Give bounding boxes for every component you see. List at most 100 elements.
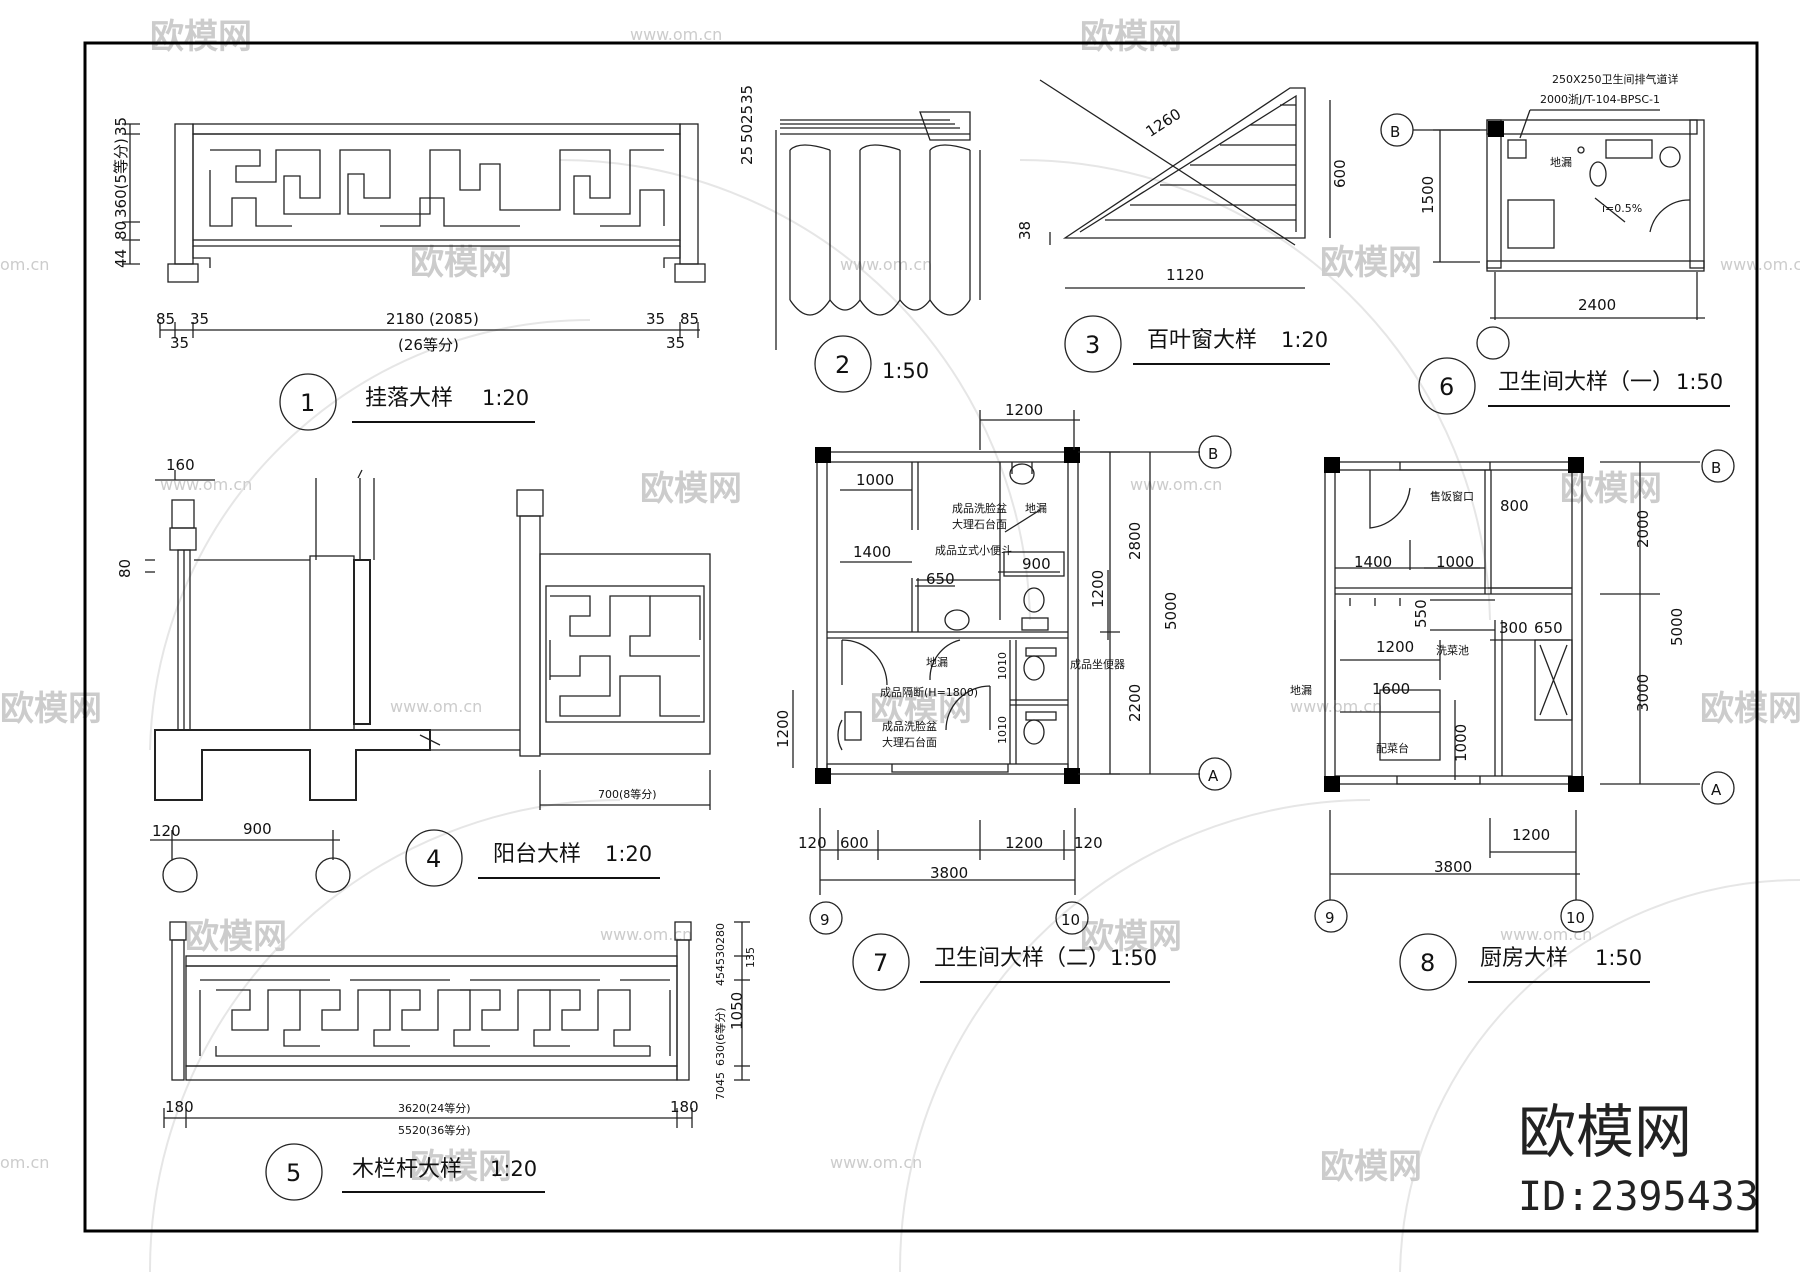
dim-25: 25 bbox=[738, 105, 756, 124]
watermark-layer: 欧模网 www.om.cn 欧模网 om.cn 欧模网 www.om.cn 欧模… bbox=[0, 17, 1800, 1272]
dim-44: 44 bbox=[112, 249, 130, 268]
note-slope: i=0.5% bbox=[1602, 202, 1642, 215]
detail-1-number: 1 bbox=[300, 389, 315, 417]
dim-1120: 1120 bbox=[1166, 266, 1204, 284]
watermark-url: www.om.cn bbox=[840, 255, 932, 274]
detail-5-title: 木栏杆大样 bbox=[352, 1157, 462, 1182]
note-partition: 成品隔断(H=1800) bbox=[880, 685, 978, 699]
dim-85: 85 bbox=[156, 310, 175, 328]
detail-7-number-circle bbox=[852, 933, 910, 991]
detail-7-axis-b: B bbox=[1208, 445, 1218, 463]
detail-8-axis-b: B bbox=[1711, 459, 1721, 477]
detail-3-number-circle bbox=[1064, 315, 1122, 373]
dim-160: 160 bbox=[166, 456, 195, 474]
dim-280: 280 bbox=[714, 923, 727, 944]
detail-2-number: 2 bbox=[835, 351, 850, 379]
dim-80: 80 bbox=[112, 221, 130, 240]
detail-8-title: 厨房大样 bbox=[1480, 946, 1568, 971]
detail-8-axis-9: 9 bbox=[1325, 909, 1335, 927]
dim-3800: 3800 bbox=[930, 864, 968, 882]
dim-35: 35 bbox=[666, 334, 685, 352]
dim-70: 70 bbox=[714, 1086, 727, 1100]
watermark-url: www.om.cn bbox=[390, 697, 482, 716]
detail-3-drawing bbox=[1039, 79, 1331, 289]
dim-35: 35 bbox=[190, 310, 209, 328]
note-floor-drain: 地漏 bbox=[1290, 684, 1312, 697]
brand-name: 欧模网 bbox=[1518, 1098, 1692, 1166]
dim-3620: 3620(24等分) bbox=[398, 1101, 471, 1115]
detail-8-axis-10-circle bbox=[1560, 899, 1594, 933]
detail-2-number-circle bbox=[814, 335, 872, 393]
detail-8-axis-9-circle bbox=[1314, 899, 1348, 933]
detail-7-title: 卫生间大样（二） bbox=[934, 946, 1110, 971]
watermark-circles bbox=[148, 159, 1800, 1272]
detail-4-drawing bbox=[145, 469, 711, 860]
detail-6-drawing bbox=[1433, 109, 1705, 320]
watermark-url: www.om.cn bbox=[830, 1153, 922, 1172]
dim-2180: 2180 (2085) bbox=[386, 310, 479, 328]
watermark-text: 欧模网 bbox=[0, 689, 102, 729]
dim-1400: 1400 bbox=[853, 543, 891, 561]
note-exhaust-duct: 250X250卫生间排气道详 bbox=[1552, 72, 1679, 86]
dim-2800: 2800 bbox=[1126, 522, 1144, 560]
dim-120: 120 bbox=[798, 834, 827, 852]
note-urinal: 成品立式小便斗 bbox=[935, 543, 1012, 557]
detail-6-number: 6 bbox=[1439, 373, 1454, 401]
detail-1-scale: 1:20 bbox=[482, 386, 529, 410]
detail-7-axis-10: 10 bbox=[1061, 911, 1080, 929]
detail-7-axis-9: 9 bbox=[820, 911, 830, 929]
note-prep-table: 配菜台 bbox=[1376, 741, 1409, 755]
watermark-text: 欧模网 bbox=[640, 469, 742, 509]
detail-7: B A 9 10 1200 1000 1400 650 900 1200 280… bbox=[774, 401, 1232, 991]
dim-45: 45 bbox=[714, 1072, 727, 1086]
dim-38: 38 bbox=[1016, 221, 1034, 240]
detail-4-scale: 1:20 bbox=[605, 842, 652, 866]
detail-5: 180 3620(24等分) 180 5520(36等分) 1050 630(6… bbox=[163, 921, 757, 1201]
dim-1010: 1010 bbox=[996, 716, 1009, 744]
watermark-url: www.om.cn bbox=[160, 475, 252, 494]
dim-35: 35 bbox=[170, 334, 189, 352]
brand-id: ID:2395433 bbox=[1518, 1174, 1759, 1220]
detail-1-dims bbox=[122, 123, 700, 338]
detail-8-columns bbox=[1324, 457, 1584, 792]
detail-1-drawing bbox=[167, 123, 706, 283]
detail-4-title: 阳台大样 bbox=[493, 842, 581, 867]
watermark-url: om.cn bbox=[0, 255, 49, 274]
watermark-text: 欧模网 bbox=[1320, 1147, 1422, 1187]
detail-5-number: 5 bbox=[286, 1159, 301, 1187]
note-floor-drain: 地漏 bbox=[1550, 156, 1572, 169]
detail-4-number-circle bbox=[405, 829, 463, 887]
detail-7-scale: 1:50 bbox=[1110, 946, 1157, 970]
dim-600: 600 bbox=[1331, 159, 1349, 188]
watermark-text: 欧模网 bbox=[1320, 243, 1422, 283]
detail-1-number-circle bbox=[279, 373, 337, 431]
dim-3800: 3800 bbox=[1434, 858, 1472, 876]
dim-650: 650 bbox=[1534, 619, 1563, 637]
note-floor-drain: 地漏 bbox=[926, 656, 948, 669]
watermark-url: www.om.cn bbox=[1290, 697, 1382, 716]
dim-5000: 5000 bbox=[1162, 592, 1180, 630]
dim-700: 700(8等分) bbox=[598, 787, 657, 801]
dim-1200: 1200 bbox=[1512, 826, 1550, 844]
detail-2: 25 50 25 35 2 1:50 bbox=[738, 85, 981, 393]
detail-8-number-circle bbox=[1399, 933, 1457, 991]
detail-4-axis-circle bbox=[162, 857, 198, 893]
dim-2200: 2200 bbox=[1126, 684, 1144, 722]
note-marble-top: 大理石台面 bbox=[882, 735, 937, 749]
detail-5-number-circle bbox=[265, 1143, 323, 1201]
note-toilet: 成品坐便器 bbox=[1070, 658, 1125, 671]
dim-1000: 1000 bbox=[1452, 724, 1470, 762]
watermark-text: 欧模网 bbox=[150, 17, 252, 57]
dim-5520: 5520(36等分) bbox=[398, 1123, 471, 1137]
watermark-text: 欧模网 bbox=[1560, 469, 1662, 509]
dim-360: 360(5等分) bbox=[112, 138, 130, 218]
note-floor-drain: 地漏 bbox=[1025, 502, 1047, 515]
dim-1200: 1200 bbox=[1005, 401, 1043, 419]
brand-stamp: 欧模网 ID:2395433 bbox=[1518, 1098, 1759, 1220]
detail-7-axis-a: A bbox=[1208, 767, 1219, 785]
watermark-text: 欧模网 bbox=[185, 917, 287, 957]
dim-1200: 1200 bbox=[1376, 638, 1414, 656]
watermark-url: www.om.cn bbox=[600, 925, 692, 944]
dim-300: 300 bbox=[1499, 619, 1528, 637]
watermark-text: 欧模网 bbox=[1080, 917, 1182, 957]
